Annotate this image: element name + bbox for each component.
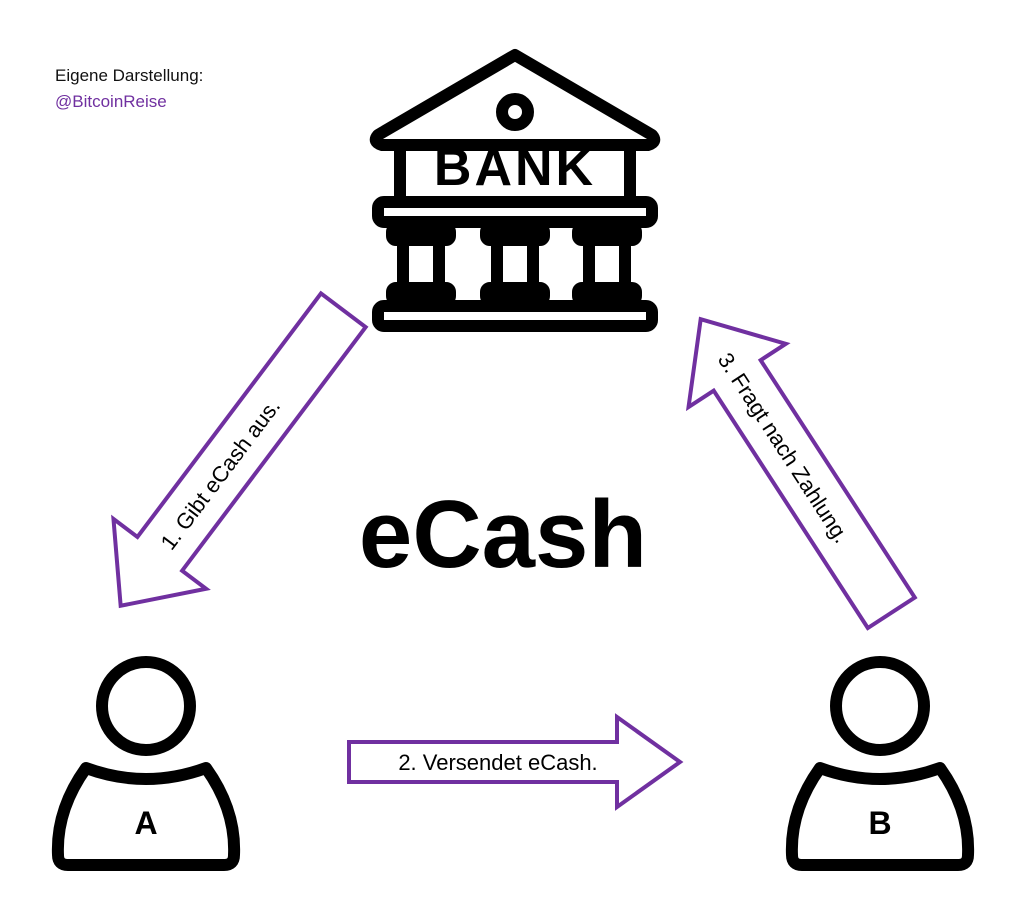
arrow-request-shape <box>685 316 918 631</box>
bank-walls <box>394 142 636 204</box>
bank-columns <box>386 222 642 306</box>
step3-label: 3. Fragt nach Zahlung. <box>713 348 855 547</box>
bank-roof <box>369 49 661 151</box>
arrow-send-shape <box>347 713 684 811</box>
bank-entablature <box>372 196 658 228</box>
arrow-issue-ecash: 1. Gibt eCash aus. <box>111 290 369 609</box>
step1-label: 1. Gibt eCash aus. <box>156 394 286 555</box>
person-b-icon <box>785 656 975 871</box>
bank-icon <box>369 49 661 332</box>
arrow-send-ecash: 2. Versendet eCash. <box>347 713 684 811</box>
bank-roof-circle <box>496 93 534 131</box>
arrow-issue-shape <box>111 290 369 609</box>
person-a-label: A <box>134 805 157 841</box>
bank-label: BANK <box>434 139 596 197</box>
person-b-label: B <box>868 805 891 841</box>
credit-label: Eigene Darstellung: <box>55 66 204 85</box>
bank-base <box>372 300 658 332</box>
credit: Eigene Darstellung: @BitcoinReise <box>55 63 203 115</box>
step2-label: 2. Versendet eCash. <box>398 750 597 775</box>
diagram-title: eCash <box>359 481 647 588</box>
credit-handle: @BitcoinReise <box>55 92 167 111</box>
person-a-icon <box>51 656 241 871</box>
arrow-request-payment: 3. Fragt nach Zahlung. <box>685 316 918 631</box>
